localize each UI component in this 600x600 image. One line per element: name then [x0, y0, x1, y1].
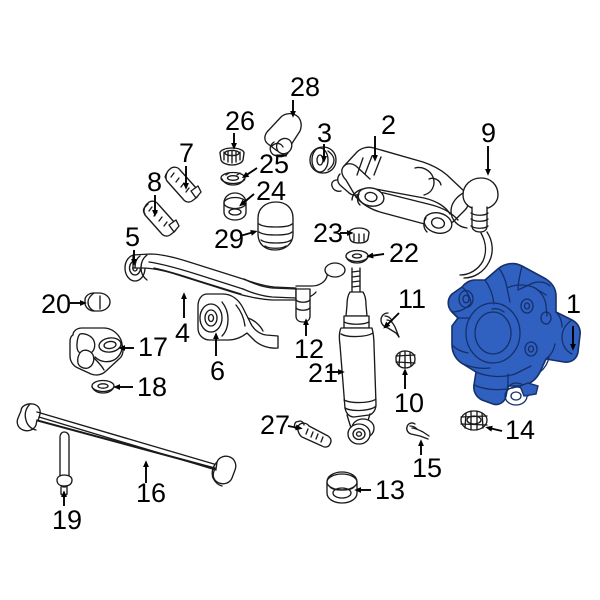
callout-4: 4 [175, 318, 191, 348]
part-25-washer [220, 171, 246, 186]
part-3-upper-arm-bushing [309, 146, 337, 174]
callout-5: 5 [125, 222, 141, 252]
part-21-shock-absorber [338, 267, 377, 445]
callout-9: 9 [481, 118, 497, 148]
callout-20: 20 [41, 289, 72, 319]
part-13-shock-bushing [326, 471, 358, 504]
part-26-retainer-nut [219, 147, 245, 166]
callout-8: 8 [147, 167, 163, 197]
callout-3: 3 [317, 118, 333, 148]
callout-18: 18 [137, 372, 168, 402]
part-23-shock-nut [348, 227, 370, 244]
callout-24: 24 [256, 176, 287, 206]
callout-17: 17 [138, 332, 169, 362]
part-20-stabilizer-bushing [84, 292, 111, 312]
callout-29: 29 [214, 224, 245, 254]
part-16-track-bar [16, 403, 237, 487]
callout-12: 12 [294, 334, 325, 364]
callout-11: 11 [398, 284, 427, 314]
callout-1: 1 [566, 289, 582, 319]
part-7-cam-bolt [164, 166, 202, 203]
callout-2: 2 [381, 110, 397, 140]
callout-7: 7 [179, 138, 195, 168]
callout-14: 14 [505, 415, 536, 445]
part-27-shock-bolt [293, 420, 332, 448]
part-19-track-bar-bolt [56, 431, 73, 497]
callout-26: 26 [225, 106, 256, 136]
part-15-cotter-pin [406, 422, 430, 440]
part-22-shock-washer [345, 249, 369, 264]
part-9-upper-ball-joint [459, 177, 499, 279]
part-12-lower-ball-stud [295, 288, 311, 323]
part-14-shock-nut [460, 410, 488, 431]
callout-22: 22 [389, 238, 420, 268]
part-8-cam-bolt [142, 200, 180, 237]
part-18-track-bar-washer [91, 379, 115, 394]
callout-6: 6 [210, 356, 226, 386]
part-28-ball-joint-boot [264, 112, 302, 158]
part-1-steering-knuckle-highlighted [447, 262, 581, 406]
callout-19: 19 [52, 505, 83, 535]
leader-lines [61, 100, 576, 506]
callout-10: 10 [394, 388, 425, 418]
callout-28: 28 [290, 72, 321, 102]
part-10-knuckle-nut [395, 350, 416, 369]
callout-23: 23 [313, 218, 344, 248]
part-2-upper-control-arm [331, 146, 470, 234]
part-24-jounce-cup [223, 192, 247, 221]
callout-16: 16 [136, 478, 167, 508]
callout-25: 25 [259, 149, 290, 179]
part-17-track-bar-bracket [69, 327, 124, 376]
callout-21: 21 [308, 358, 339, 388]
part-29-jounce-bumper [257, 201, 294, 251]
callout-15: 15 [412, 453, 443, 483]
callout-27: 27 [260, 410, 291, 440]
callout-13: 13 [375, 475, 406, 505]
